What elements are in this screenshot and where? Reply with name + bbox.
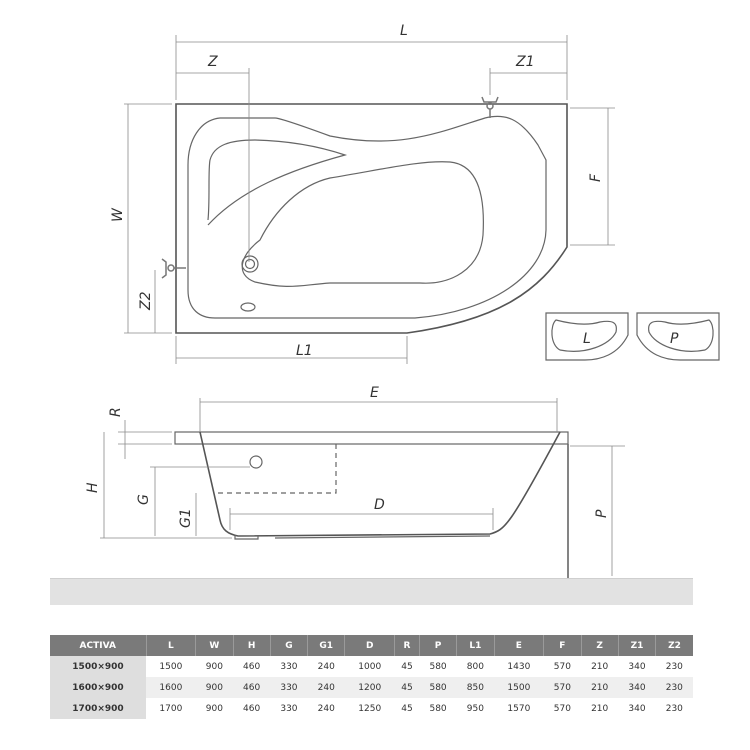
cell: 1250 bbox=[358, 703, 382, 714]
header-H: H bbox=[233, 635, 271, 656]
cell: 950 bbox=[466, 703, 484, 714]
header-Z1: Z1 bbox=[618, 635, 657, 656]
cell: 900 bbox=[195, 677, 233, 698]
side-view: E R H G G1 D P bbox=[85, 385, 625, 578]
header-R: R bbox=[394, 635, 420, 656]
model-cell: 1500×900 bbox=[50, 656, 146, 677]
variant-left: L bbox=[545, 312, 629, 361]
table-row: 1700×900 1700 900 460 330 240 1250 45 58… bbox=[50, 698, 693, 719]
svg-text:Z2: Z2 bbox=[138, 291, 154, 311]
cell: 340 bbox=[618, 677, 656, 698]
cell: 460 bbox=[243, 661, 261, 672]
cell: 850 bbox=[456, 677, 495, 698]
svg-text:L: L bbox=[583, 331, 591, 347]
cell: 1570 bbox=[507, 703, 531, 714]
svg-text:G: G bbox=[136, 494, 152, 505]
table-row: 1500×900 1500 900 460 330 240 1000 45 58… bbox=[50, 656, 693, 677]
cell: 240 bbox=[317, 661, 335, 672]
cell: 1430 bbox=[507, 661, 531, 672]
cell: 900 bbox=[205, 703, 223, 714]
header-L1: L1 bbox=[456, 635, 495, 656]
svg-text:F: F bbox=[588, 173, 604, 182]
drain-icon bbox=[241, 255, 259, 273]
floor-line bbox=[50, 578, 693, 605]
cell: 800 bbox=[466, 661, 484, 672]
cell: 580 bbox=[419, 677, 457, 698]
svg-text:R: R bbox=[108, 407, 124, 417]
svg-text:W: W bbox=[110, 207, 126, 222]
cell: 1500 bbox=[159, 661, 183, 672]
dimensions-table: ACTIVA L W H G G1 D R P L1 E F Z Z1 Z2 1… bbox=[50, 635, 693, 719]
cell: 45 bbox=[401, 661, 413, 672]
cell: 45 bbox=[401, 703, 413, 714]
cell: 330 bbox=[280, 661, 298, 672]
cell: 240 bbox=[307, 677, 345, 698]
table-header-row: ACTIVA L W H G G1 D R P L1 E F Z Z1 Z2 bbox=[50, 635, 693, 656]
header-G1: G1 bbox=[307, 635, 346, 656]
cell: 340 bbox=[628, 661, 646, 672]
svg-text:H: H bbox=[85, 482, 101, 493]
header-L: L bbox=[146, 635, 197, 656]
cell: 240 bbox=[317, 703, 335, 714]
cell: 330 bbox=[280, 703, 298, 714]
header-Z2: Z2 bbox=[655, 635, 693, 656]
header-Z: Z bbox=[581, 635, 619, 656]
svg-text:L1: L1 bbox=[296, 343, 313, 359]
cell: 230 bbox=[655, 677, 693, 698]
cell: 580 bbox=[429, 661, 447, 672]
svg-text:L: L bbox=[400, 23, 408, 39]
cell: 1700 bbox=[159, 703, 183, 714]
cell: 1200 bbox=[344, 677, 395, 698]
svg-text:P: P bbox=[594, 509, 610, 518]
cell: 1500 bbox=[494, 677, 544, 698]
cell: 570 bbox=[553, 661, 571, 672]
overflow-icon bbox=[240, 302, 256, 312]
cell: 1600 bbox=[146, 677, 196, 698]
header-W: W bbox=[195, 635, 234, 656]
cell: 900 bbox=[205, 661, 223, 672]
header-F: F bbox=[543, 635, 582, 656]
svg-text:Z: Z bbox=[207, 54, 218, 70]
bathtub-technical-drawing: L Z Z1 W F Z2 L1 L P bbox=[85, 23, 720, 578]
header-model: ACTIVA bbox=[50, 635, 147, 656]
svg-text:Z1: Z1 bbox=[515, 54, 535, 70]
cell: 210 bbox=[591, 703, 609, 714]
overflow-side-icon bbox=[249, 455, 263, 469]
side-faucet-icon bbox=[161, 258, 186, 279]
cell: 230 bbox=[665, 703, 683, 714]
faucet-icon bbox=[481, 96, 499, 118]
cell: 460 bbox=[233, 677, 271, 698]
cell: 210 bbox=[581, 677, 619, 698]
header-D: D bbox=[344, 635, 396, 656]
cell: 210 bbox=[591, 661, 609, 672]
model-cell: 1700×900 bbox=[50, 698, 146, 719]
header-E: E bbox=[494, 635, 545, 656]
cell: 1000 bbox=[358, 661, 382, 672]
cell: 230 bbox=[665, 661, 683, 672]
cell: 45 bbox=[394, 677, 420, 698]
table-row: 1600×900 1600 900 460 330 240 1200 45 58… bbox=[50, 677, 693, 698]
svg-text:P: P bbox=[670, 331, 679, 347]
cell: 570 bbox=[553, 703, 571, 714]
svg-text:G1: G1 bbox=[178, 508, 194, 528]
svg-text:E: E bbox=[370, 385, 379, 401]
model-cell: 1600×900 bbox=[50, 677, 146, 698]
cell: 330 bbox=[270, 677, 308, 698]
cell: 570 bbox=[543, 677, 582, 698]
cell: 460 bbox=[243, 703, 261, 714]
top-view: L Z Z1 W F Z2 L1 bbox=[110, 23, 615, 364]
variant-right: P bbox=[636, 312, 720, 361]
cell: 340 bbox=[628, 703, 646, 714]
svg-text:D: D bbox=[374, 497, 385, 513]
cell: 580 bbox=[429, 703, 447, 714]
header-G: G bbox=[270, 635, 309, 656]
header-P: P bbox=[419, 635, 458, 656]
